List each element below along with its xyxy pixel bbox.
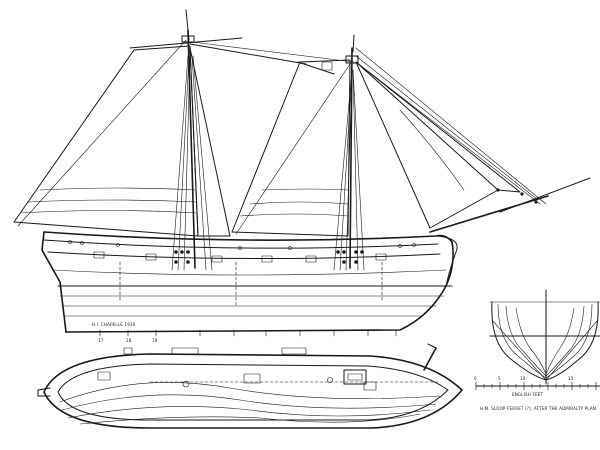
drawing-title: H.M. SLOOP FERRET (?), AFTER THE ADMIRAL… (480, 406, 596, 411)
deck-outline (44, 354, 462, 428)
hull-profile: H.I. CHAPELLE 1930 17 18 19 (42, 232, 457, 343)
fore-mast (182, 10, 195, 268)
scale-caption: ENGLISH FEET (512, 392, 543, 397)
keel-station-ticks (100, 330, 396, 336)
station-mark-18: 18 (126, 338, 132, 343)
station-mark-19: 19 (152, 338, 158, 343)
main-top-stay (192, 42, 354, 62)
scale-tick-0: 0 (474, 376, 477, 381)
fore-stay (356, 48, 546, 204)
jib-sail (356, 62, 498, 228)
flying-jib (356, 62, 520, 192)
fore-stay-sail (190, 48, 230, 236)
sail-plan (14, 10, 590, 270)
fore-sail (14, 46, 198, 236)
rudder-plan (38, 388, 50, 396)
capstan (182, 380, 190, 388)
bowsprit (430, 196, 548, 232)
companionway (344, 370, 366, 384)
bowsprit-plan (424, 348, 436, 370)
station-mark-17: 17 (98, 338, 104, 343)
fore-shrouds (172, 56, 212, 270)
scale-tick-10: 10 (520, 376, 526, 381)
scale-bar: 0 5 10 15 ENGLISH FEET (474, 376, 600, 397)
sheer-line (44, 232, 452, 242)
deck-plan (38, 344, 462, 428)
scale-tick-5: 5 (498, 376, 501, 381)
fore-gaff (190, 44, 306, 64)
main-shrouds (334, 70, 364, 270)
hatch-main (244, 374, 260, 383)
hatch-aft (98, 372, 110, 380)
gunports (94, 252, 386, 262)
rigging-blocks (174, 188, 538, 264)
fore-upper-yard (130, 38, 242, 48)
sweep-ports (68, 240, 416, 250)
main-sail (232, 60, 350, 236)
draftsman-signature: H.I. CHAPELLE 1930 (92, 322, 136, 327)
body-plan (490, 290, 600, 384)
scale-tick-15: 15 (568, 376, 574, 381)
